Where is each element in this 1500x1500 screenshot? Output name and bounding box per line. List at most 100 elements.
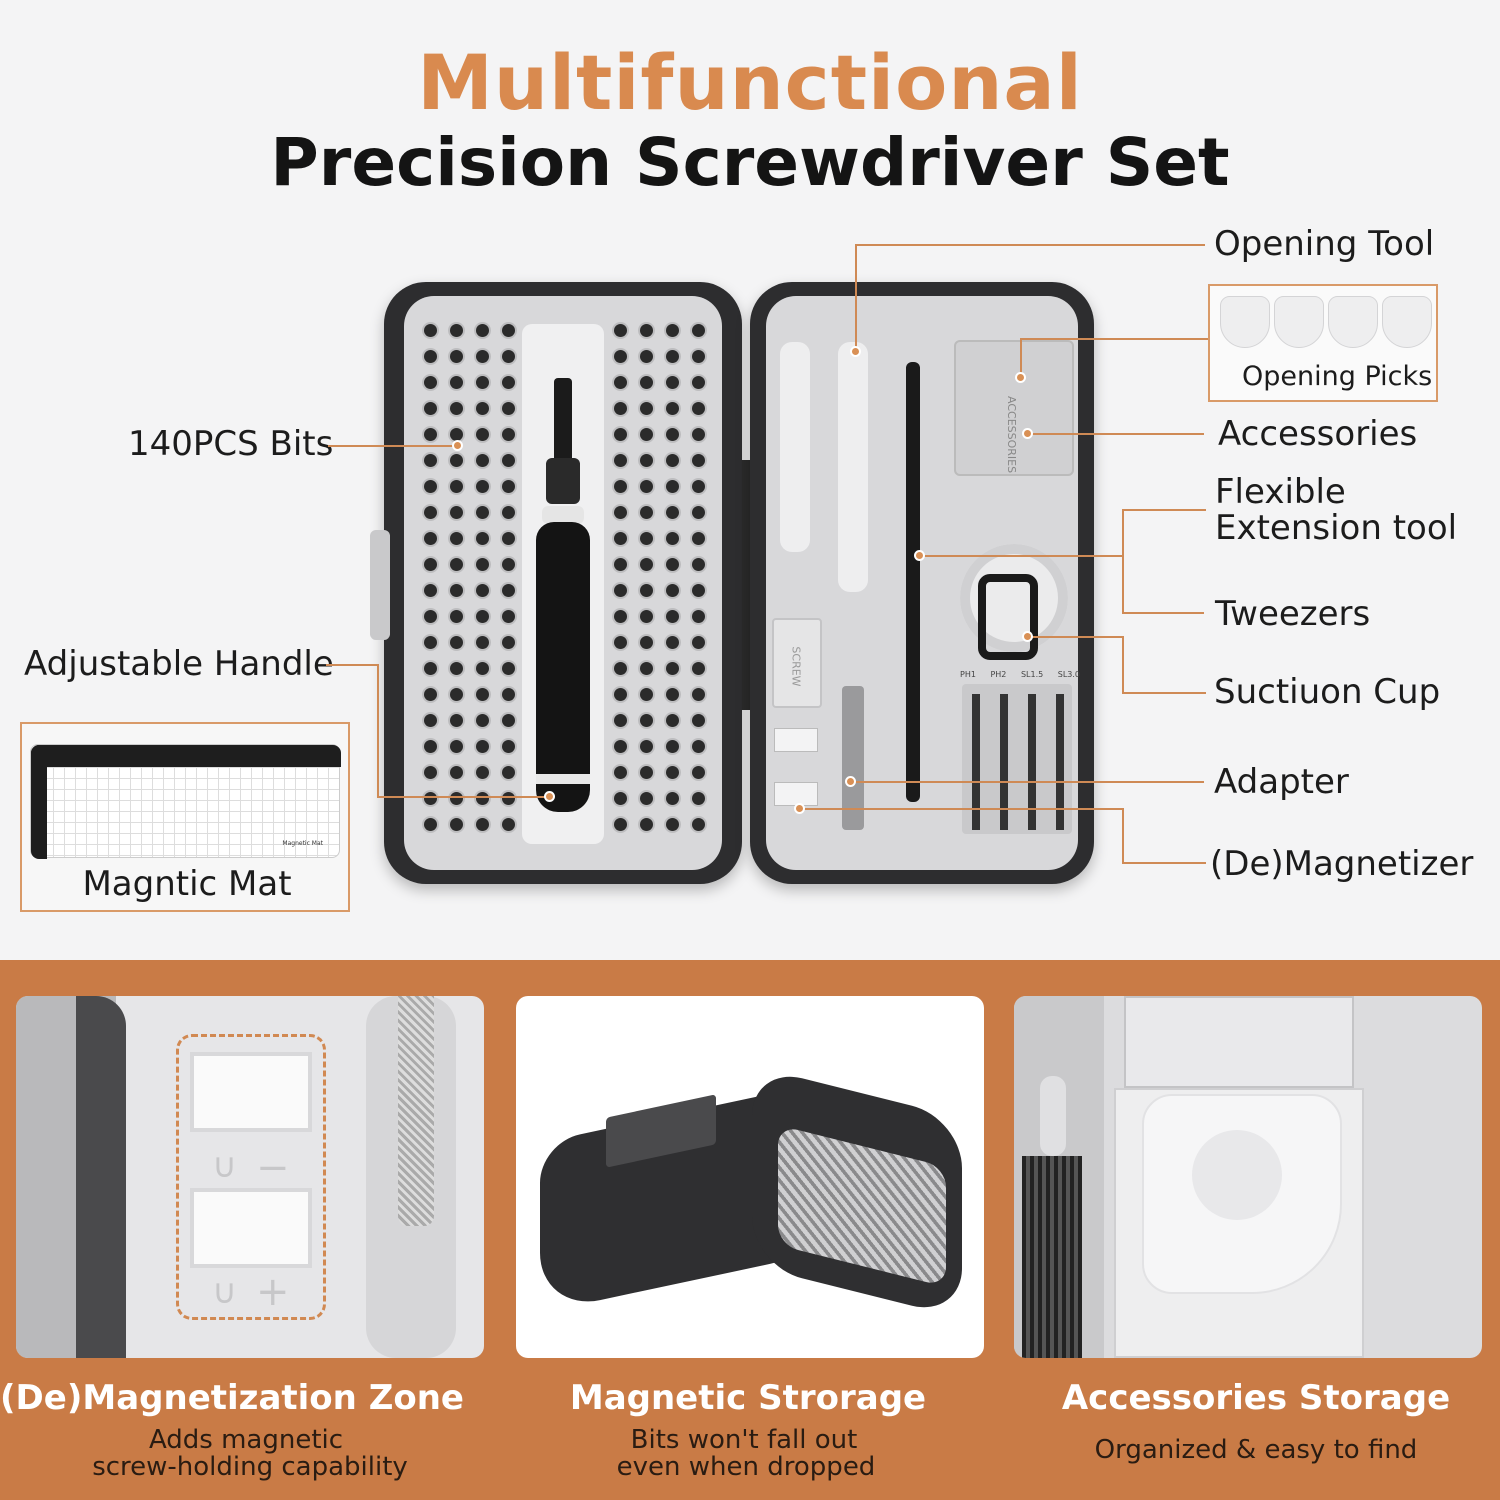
screwdriver-bit xyxy=(424,636,437,649)
screwdriver-bit xyxy=(424,350,437,363)
screwdriver-bit xyxy=(666,324,679,337)
screwdriver-bit xyxy=(502,740,515,753)
screwdriver-bit xyxy=(640,506,653,519)
screwdriver-bit xyxy=(614,610,627,623)
screwdriver-bit xyxy=(692,376,705,389)
opening-picks-label: Opening Picks xyxy=(1242,361,1433,392)
screwdriver-bit xyxy=(666,792,679,805)
screwdriver-bit xyxy=(692,688,705,701)
screwdriver-bit xyxy=(692,662,705,675)
screwdriver-bit xyxy=(502,688,515,701)
screwdriver-bit xyxy=(640,584,653,597)
screwdriver-bit xyxy=(692,766,705,779)
case-latch[interactable] xyxy=(370,530,390,640)
screwdriver-bit xyxy=(666,376,679,389)
screwdriver-bit xyxy=(640,714,653,727)
screwdriver-bit xyxy=(692,818,705,831)
feature-title-2: Magnetic Strorage xyxy=(569,1378,927,1418)
screwdriver-bit xyxy=(450,610,463,623)
screwdriver-bit xyxy=(640,350,653,363)
screwdriver-bit xyxy=(450,428,463,441)
accessories-compartment: ACCESSORIES xyxy=(954,340,1074,476)
leader-dot xyxy=(452,440,463,451)
screwdriver-bit xyxy=(614,428,627,441)
callout-suction-cup: Suctiuon Cup xyxy=(1214,672,1441,712)
plus-icon: + xyxy=(256,1269,290,1315)
screwdriver-bit xyxy=(476,688,489,701)
screwdriver-bit xyxy=(502,428,515,441)
screwdriver-bit xyxy=(640,376,653,389)
screwdriver-bit xyxy=(450,506,463,519)
screwdriver-bit xyxy=(476,428,489,441)
screwdriver-bit xyxy=(666,714,679,727)
minus-icon: − xyxy=(256,1145,290,1191)
long-bits-holder xyxy=(962,684,1072,834)
leader-dot xyxy=(914,550,925,561)
screwdriver-bit xyxy=(476,480,489,493)
leader-dot xyxy=(845,776,856,787)
adapter-shaft xyxy=(398,996,434,1226)
screwdriver-bit xyxy=(614,454,627,467)
screwdriver-bit xyxy=(614,662,627,675)
screwdriver-bit xyxy=(502,324,515,337)
screwdriver-bit xyxy=(502,454,515,467)
screwdriver-bit xyxy=(424,532,437,545)
leader-dot xyxy=(1015,372,1026,383)
screwdriver-bit xyxy=(614,636,627,649)
screwdriver-bit xyxy=(640,792,653,805)
screwdriver-bit xyxy=(640,662,653,675)
leader-dot xyxy=(1022,428,1033,439)
screwdriver-bit xyxy=(450,636,463,649)
screwdriver-bit xyxy=(450,662,463,675)
demagnetize-slot xyxy=(190,1052,312,1132)
mat-label: Magntic Mat xyxy=(82,864,292,904)
opening-pick-icon xyxy=(1220,296,1270,348)
screwdriver-bit xyxy=(502,402,515,415)
feature-panel-magnetic-storage xyxy=(516,996,984,1358)
callout-flexible: Flexible xyxy=(1215,472,1346,512)
screwdriver-bit xyxy=(614,532,627,545)
screwdriver-bit xyxy=(640,636,653,649)
screwdriver-bit xyxy=(1040,1076,1066,1156)
screwdriver-bit xyxy=(476,636,489,649)
screwdriver-bit xyxy=(692,480,705,493)
screwdriver-bit xyxy=(692,402,705,415)
screwdriver-bit xyxy=(640,454,653,467)
screwdriver-bit xyxy=(614,818,627,831)
leader-handle xyxy=(326,664,378,666)
screwdriver-bit xyxy=(666,480,679,493)
screwdriver-bit xyxy=(666,532,679,545)
screwdriver-bit xyxy=(450,792,463,805)
screwdriver-bit xyxy=(614,766,627,779)
screwdriver-bit xyxy=(424,792,437,805)
opening-tool-2 xyxy=(838,342,868,592)
opening-tool-1 xyxy=(780,342,810,552)
feature-desc-1b: screw-holding capability xyxy=(92,1452,408,1482)
feature-panel-accessories-storage xyxy=(1014,996,1482,1358)
feature-desc-1a: Adds magnetic xyxy=(148,1425,344,1455)
magnetic-mat-callout: Magnetic Mat Magntic Mat xyxy=(20,722,350,912)
screwdriver-bit xyxy=(424,662,437,675)
screwdriver-bit xyxy=(476,558,489,571)
screwdriver-bit xyxy=(476,376,489,389)
screwdriver-handle xyxy=(536,378,590,818)
screwdriver-bit xyxy=(692,350,705,363)
leader-bits xyxy=(328,445,456,447)
leader-dot xyxy=(794,803,805,814)
screwdriver-bit xyxy=(424,454,437,467)
leader-dot xyxy=(850,346,861,357)
screwdriver-bit xyxy=(614,402,627,415)
screwdriver-bit xyxy=(614,324,627,337)
screwdriver-bit xyxy=(502,532,515,545)
leader-dot xyxy=(1022,631,1033,642)
screwdriver-bit xyxy=(614,740,627,753)
mat-ruler-side xyxy=(31,745,47,859)
screwdriver-bit xyxy=(502,636,515,649)
callout-handle: Adjustable Handle xyxy=(24,644,334,684)
screwdriver-bit xyxy=(476,402,489,415)
magnetic-mat: Magnetic Mat xyxy=(30,744,341,859)
screwdriver-bit xyxy=(424,740,437,753)
screwdriver-bit xyxy=(666,610,679,623)
screwdriver-bit xyxy=(502,558,515,571)
screwdriver-bit xyxy=(640,532,653,545)
